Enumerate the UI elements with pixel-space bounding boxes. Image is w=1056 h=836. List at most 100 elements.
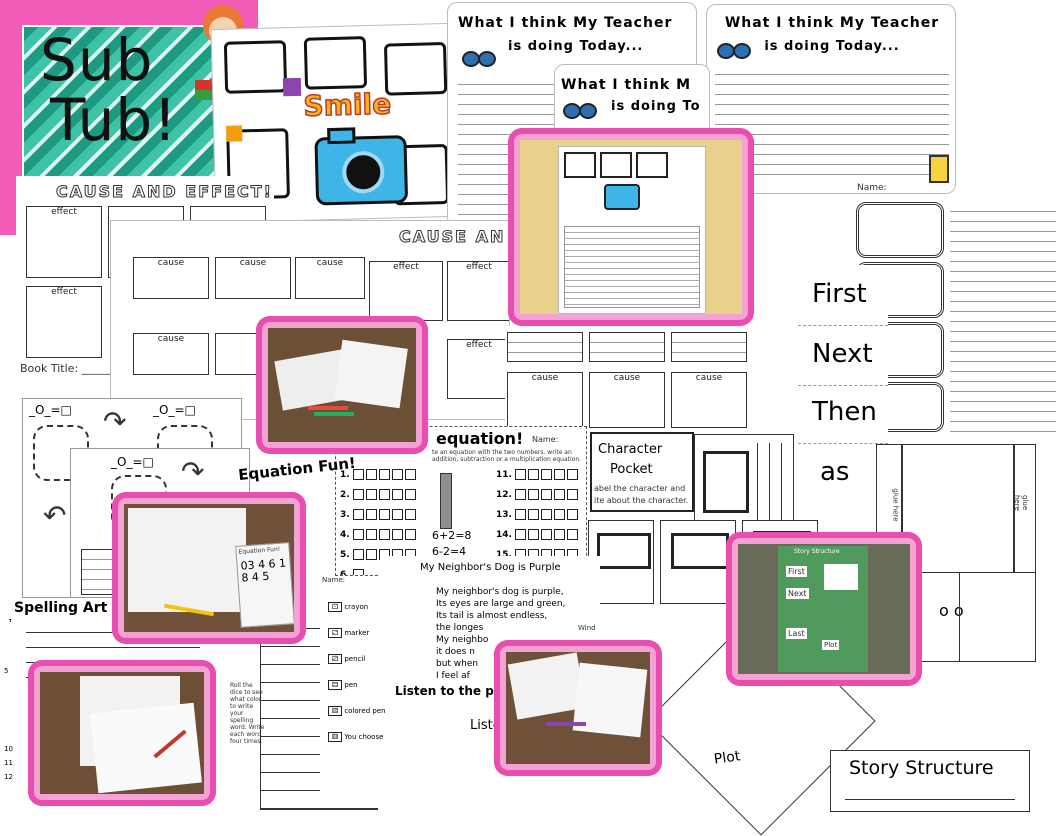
cause-box-r1: cause — [507, 372, 583, 428]
glue-here-left: glue here — [891, 488, 900, 522]
eq-num: 13. — [496, 510, 512, 520]
spelling-title: Spelling Art — [14, 600, 108, 616]
teacher-title-b2: is doing Today... — [764, 39, 900, 54]
effect-label: effect — [51, 207, 77, 217]
photo-story-structure: Story Structure First Next Last Plot — [726, 532, 922, 686]
line-box-3 — [671, 332, 747, 362]
sub-tub-chevron-panel — [22, 25, 216, 179]
cause-box-3: cause — [295, 257, 365, 299]
photo-plot: Plot — [822, 640, 840, 650]
flap-left — [877, 445, 903, 575]
dice-label: pencil — [344, 655, 366, 663]
teacher-title-c2: is doing To — [611, 99, 701, 114]
photo-content — [40, 672, 204, 794]
story-then: Then — [812, 397, 877, 427]
frame-3 — [383, 42, 448, 96]
equation-title: equation! — [436, 429, 524, 448]
pocket-divider — [959, 573, 960, 661]
cause-label: cause — [695, 373, 723, 383]
teacher-sheet-b: What I think My Teacher is doing Today..… — [706, 4, 956, 194]
line-box-1 — [507, 332, 583, 362]
eq-row: 1. — [340, 465, 418, 485]
cause-label: cause — [239, 258, 267, 268]
poster-lines — [564, 226, 700, 308]
card-divider-1 — [798, 325, 888, 326]
equation-name: Name: — [532, 435, 559, 444]
vertical-line-1 — [757, 443, 758, 533]
glue-here-right: glue here — [1013, 495, 1029, 511]
dice-item: ⚂ pencil — [328, 646, 386, 672]
sub-tub-line2: Tub! — [50, 86, 178, 154]
effect-box-c3: effect — [447, 339, 509, 399]
eq-num: 4. — [340, 530, 350, 540]
effect-box-2: effect — [26, 286, 102, 358]
story-next: Next — [812, 339, 873, 369]
story-structure-line — [845, 799, 1015, 800]
poem-line: the longes — [436, 623, 484, 633]
poster-frame — [636, 152, 668, 178]
photo-smile-poster — [508, 128, 754, 326]
character-desc-2: ite about the character. — [594, 496, 689, 505]
dice-item: ⚄ colored pen — [328, 698, 386, 724]
effect-label: effect — [393, 262, 419, 272]
cause-effect-header: CAUSE AND EFFECT! — [56, 182, 273, 202]
teacher-title-b1: What I think My Teacher — [724, 15, 940, 31]
equation-sample-2: 6-2=4 — [432, 545, 467, 558]
frame-2 — [303, 36, 368, 90]
poster-camera-icon — [604, 184, 640, 210]
listen-title-2: Liste — [470, 718, 501, 733]
eq-row: 14. — [496, 525, 580, 545]
dice-label: colored pen — [344, 707, 386, 715]
sunglasses-icon — [563, 103, 597, 119]
photo-fun-text: Equation Fun! — [238, 545, 281, 556]
poem-title: My Neighbor's Dog is Purple — [420, 562, 561, 573]
arrow-icon: ↶ — [43, 499, 67, 532]
poster-frame — [564, 152, 596, 178]
crayon-icon — [308, 406, 348, 410]
eq-num: 3. — [340, 510, 350, 520]
effect-label: effect — [51, 287, 77, 297]
bow-frame — [703, 451, 749, 513]
photo-content: Story Structure First Next Last Plot — [738, 544, 910, 674]
eq-fun-box-3: _O_=□ — [111, 455, 154, 469]
photo-last: Last — [786, 628, 807, 639]
vertical-line-2 — [769, 443, 770, 533]
cause-box-r3: cause — [671, 372, 747, 428]
poem-line: but when — [436, 659, 479, 669]
cause-box-r2: cause — [589, 372, 665, 428]
dice-item: ⚅ You choose — [328, 724, 386, 750]
equation-right-col: 11. 12. 13. 14. 15. — [496, 465, 580, 565]
dice-name: Name: — [322, 576, 346, 584]
crayon-icon — [546, 722, 586, 726]
dice-label: You choose — [344, 733, 384, 741]
photo-content — [506, 652, 650, 764]
cause-box-1: cause — [133, 257, 209, 299]
poem-line: Its eyes are large and green, — [436, 599, 566, 609]
dice-item: ⚁ marker — [328, 620, 386, 646]
poem-line: Its tail is almost endless, — [436, 611, 548, 621]
photo-equation-fun: Equation Fun! 03 4 6 1 8 4 5 — [112, 492, 306, 644]
eq-num: 11. — [496, 470, 512, 480]
arrow-icon: ↷ — [181, 455, 205, 488]
lemonade-icon — [929, 155, 949, 183]
story-last-partial: as — [820, 457, 850, 487]
camera-icon — [314, 127, 409, 206]
poster-frame — [600, 152, 632, 178]
wind-label: Wind — [578, 624, 596, 632]
photo-paper — [334, 339, 408, 409]
row-num: 12 — [4, 773, 13, 781]
photo-paper — [572, 662, 648, 738]
dice-label: marker — [344, 629, 370, 637]
cause-effect-header-partial: CAUSE AN — [398, 227, 506, 247]
eq-num: 14. — [496, 530, 512, 540]
effect-box-c2: effect — [447, 261, 509, 321]
card-divider-3 — [798, 443, 888, 444]
effect-label: effect — [466, 340, 492, 350]
effect-box-1: effect — [26, 206, 102, 278]
smile-title: Smile — [302, 87, 392, 124]
bow-card-2 — [660, 520, 736, 604]
eq-num: 5. — [340, 550, 350, 560]
lined-area-b — [715, 65, 949, 180]
photo-card: Equation Fun! 03 4 6 1 8 4 5 — [235, 542, 294, 628]
seq-lines — [950, 202, 1056, 432]
